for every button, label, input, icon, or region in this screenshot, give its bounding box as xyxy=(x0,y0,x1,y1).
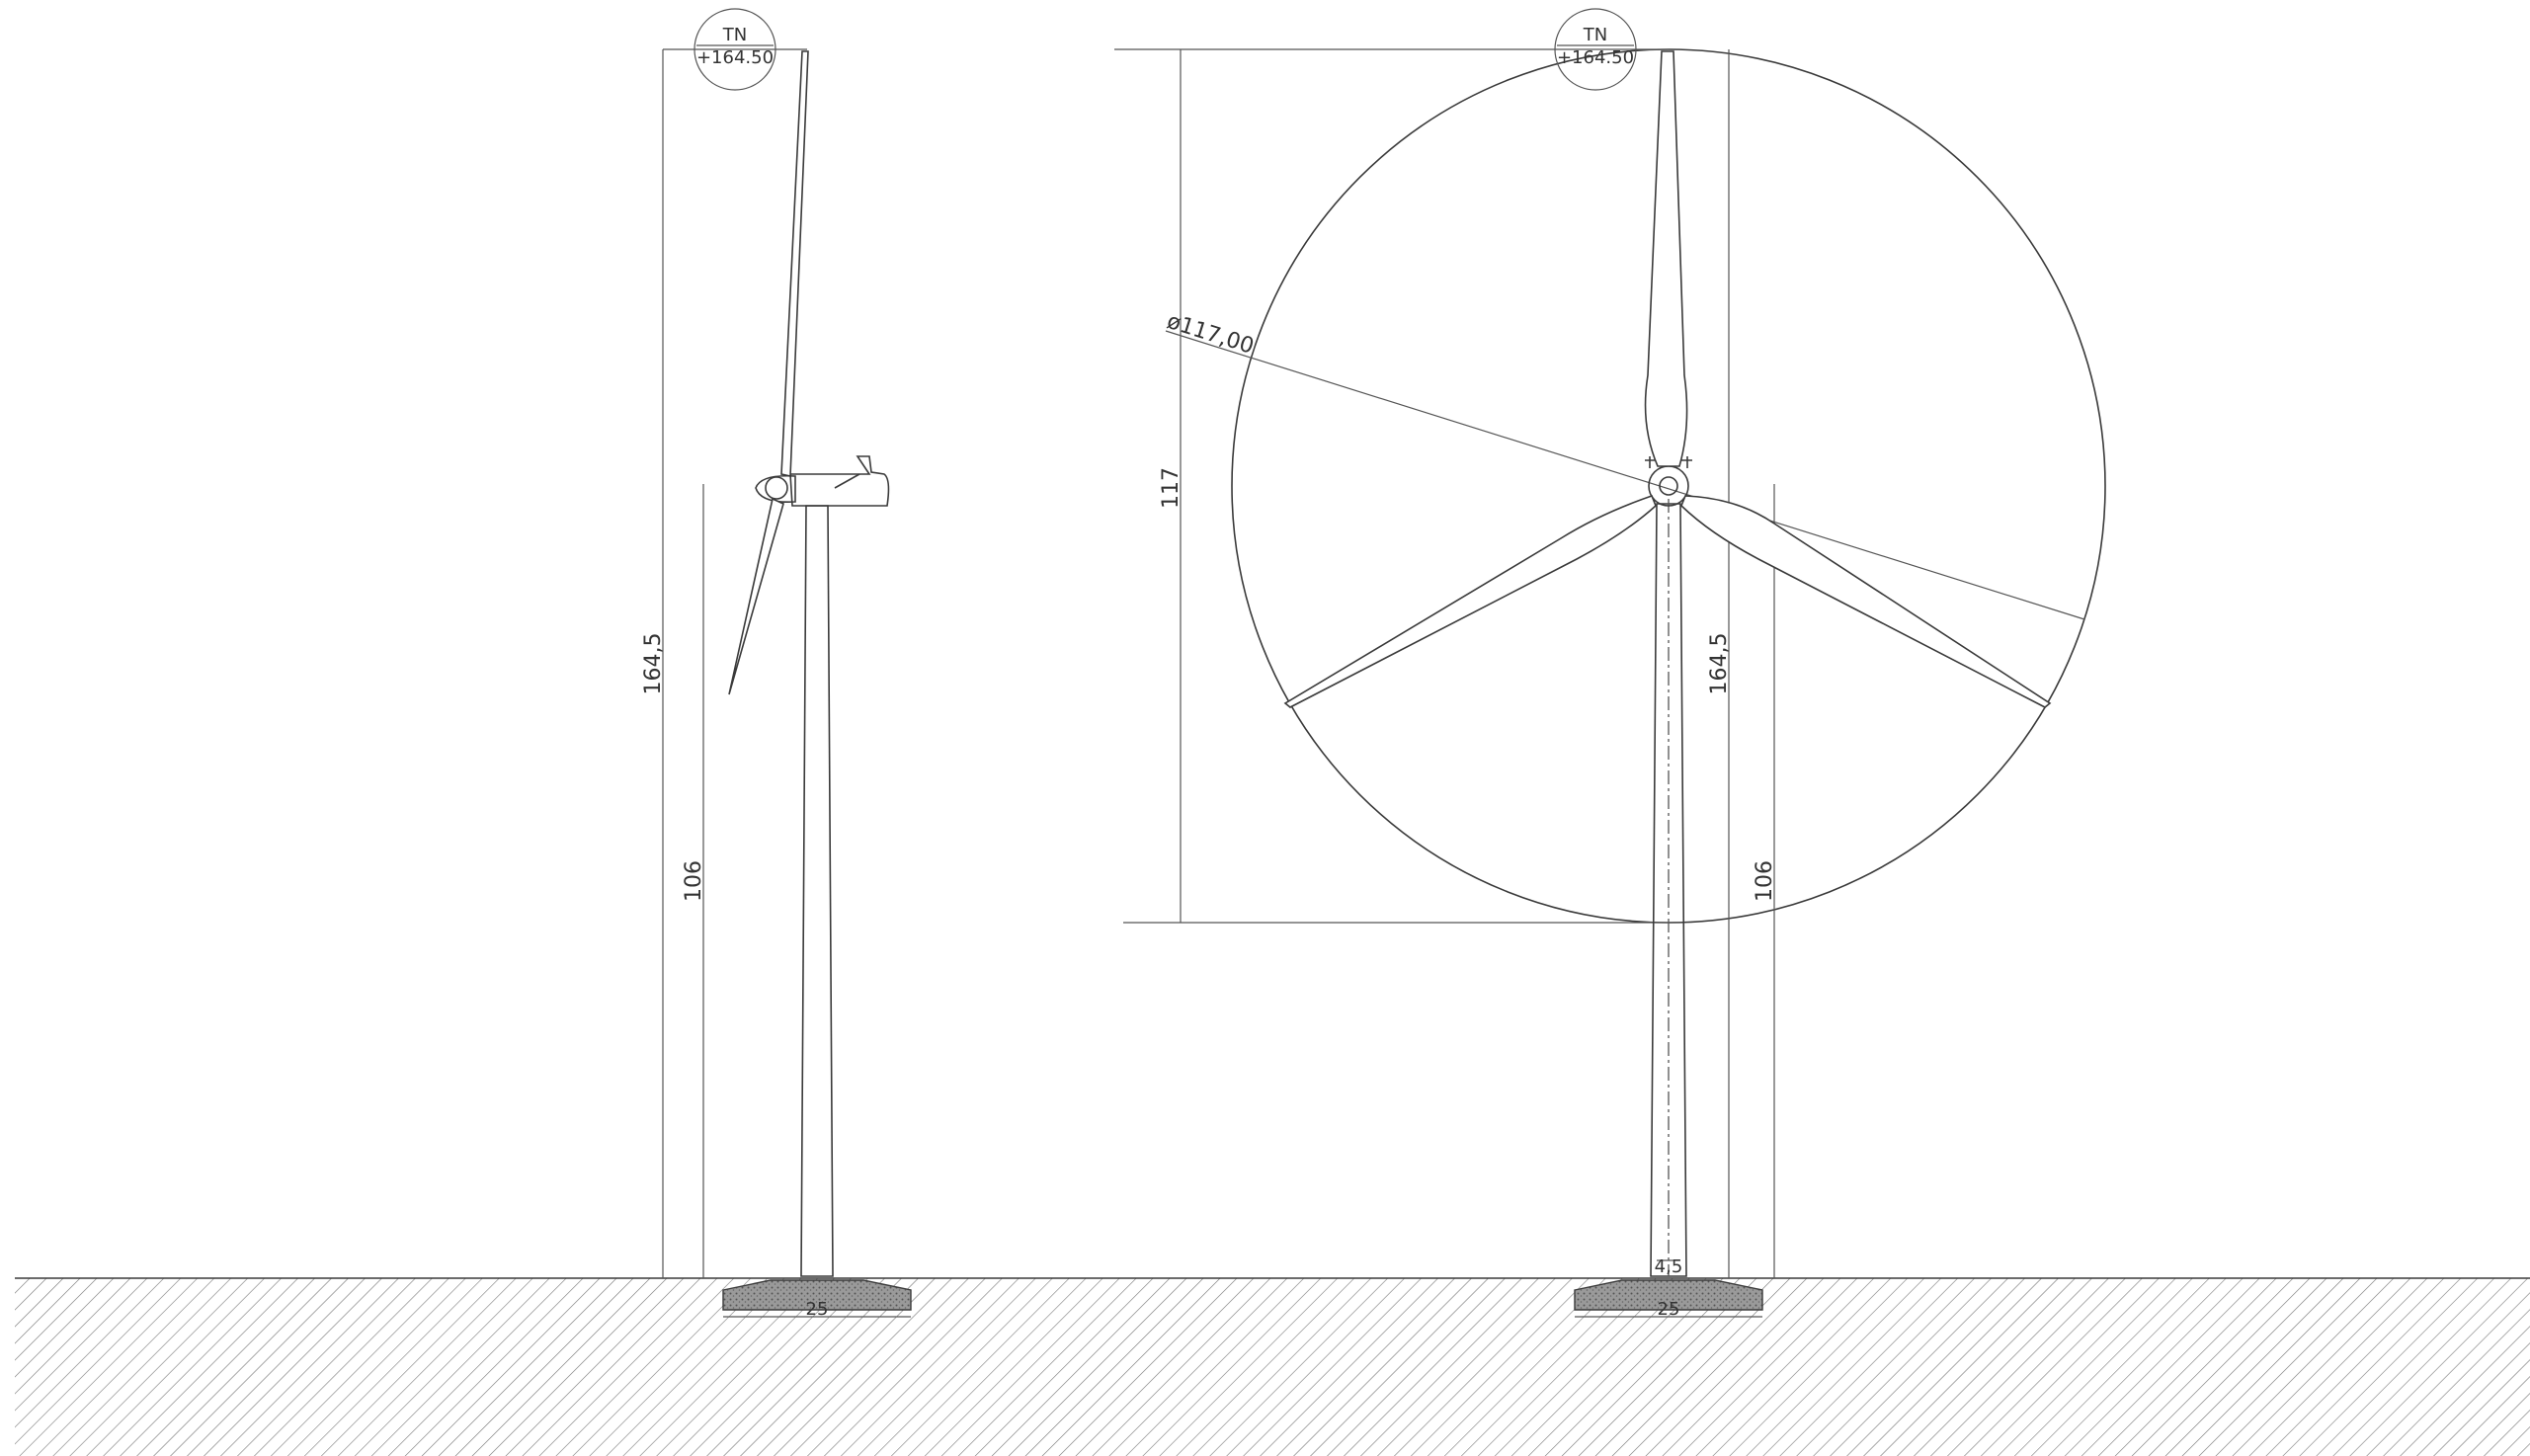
front-tower xyxy=(1650,503,1687,1277)
front-dim-rotor-text: 117 xyxy=(1159,467,1183,509)
side-view: 164,5 106 TN +164.50 25 xyxy=(641,8,912,1320)
front-dim-total-text: 164,5 xyxy=(1707,633,1732,695)
ground-hatch xyxy=(15,1278,2530,1456)
front-dim-hub-text: 106 xyxy=(1753,860,1777,902)
front-foundation: 25 xyxy=(1574,1279,1763,1320)
front-blade-lower-left xyxy=(1283,494,1657,708)
svg-text:25: 25 xyxy=(1658,1299,1680,1320)
side-top-level-tag: TN +164.50 xyxy=(694,8,776,91)
side-blade-lower xyxy=(728,497,784,695)
front-dim-tower-base-text: 4,5 xyxy=(1655,1256,1683,1277)
side-dim-total-text: 164,5 xyxy=(641,633,666,695)
front-blade-lower-right xyxy=(1680,495,2052,708)
side-tower xyxy=(800,505,834,1277)
rotor-diameter-text: ø117,00 xyxy=(1164,309,1257,360)
side-dim-hub-text: 106 xyxy=(682,860,706,902)
svg-text:TN: TN xyxy=(1583,25,1607,45)
side-foundation: 25 xyxy=(722,1279,912,1320)
svg-text:+164.50: +164.50 xyxy=(696,47,774,68)
svg-text:TN: TN xyxy=(722,25,747,45)
front-top-level-tag: TN +164.50 xyxy=(1554,8,1637,91)
front-view: 117 ø117,00 164,5 106 TN +164.50 4,5 xyxy=(1114,8,2106,1320)
svg-text:25: 25 xyxy=(806,1299,829,1320)
side-blade-upper xyxy=(780,50,809,477)
ground xyxy=(15,1277,2530,1456)
svg-text:+164.50: +164.50 xyxy=(1557,47,1634,68)
rotor-diameter-leader xyxy=(1165,330,2085,620)
side-nacelle xyxy=(789,455,890,507)
front-blade-up xyxy=(1644,50,1688,467)
